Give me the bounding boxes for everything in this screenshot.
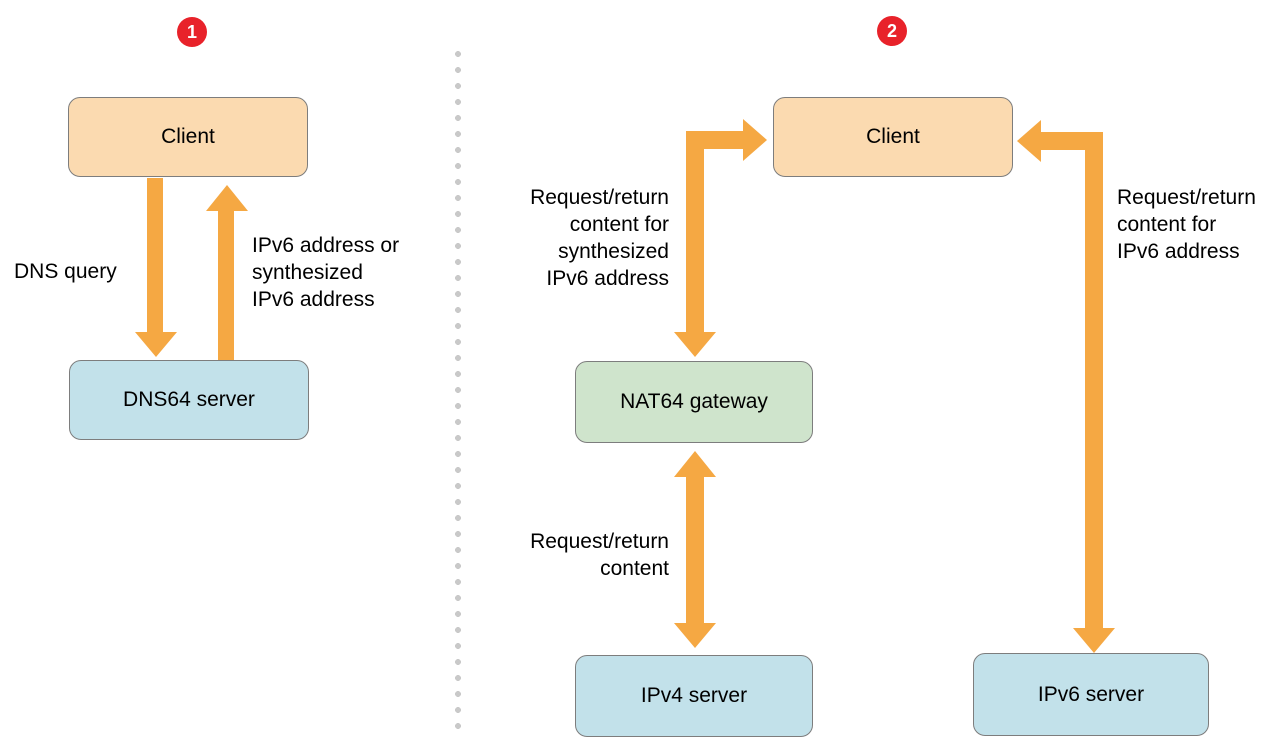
dns-query-arrowhead-icon: [135, 332, 177, 357]
client-nat64-arrowhead-down-icon: [674, 332, 716, 357]
nat64-ipv4-arrowhead-up-icon: [674, 451, 716, 477]
client-nat64-arrow-hshaft: [686, 131, 743, 149]
client-ipv6-label: Request/return content for IPv6 address: [1117, 186, 1256, 263]
client-nat64-arrow-vshaft: [686, 131, 704, 332]
step-1-badge: 1: [177, 17, 207, 47]
nat64-ipv4-arrowhead-down-icon: [674, 623, 716, 648]
dns64-server-node: DNS64 server: [69, 360, 309, 440]
client-ipv6-arrowhead-down-icon: [1073, 628, 1115, 653]
nat64-gateway-node: NAT64 gateway: [575, 361, 813, 443]
ipv4-server-node: IPv4 server: [575, 655, 813, 737]
dns-response-arrowhead-icon: [206, 185, 248, 211]
client-ipv6-arrowhead-left-icon: [1017, 120, 1041, 162]
panel-divider-dotted: [455, 46, 461, 734]
client-node-right: Client: [773, 97, 1013, 177]
step-2-badge: 2: [877, 16, 907, 46]
nat64-ipv4-label: Request/return content: [530, 530, 669, 580]
dns-query-label: DNS query: [14, 260, 117, 283]
client-ipv6-arrow-vshaft: [1085, 132, 1103, 628]
dns-response-label: IPv6 address or synthesized IPv6 address: [252, 234, 400, 311]
ipv6-server-node: IPv6 server: [973, 653, 1209, 736]
nat64-ipv4-arrow-shaft: [686, 477, 704, 623]
client-nat64-arrowhead-right-icon: [743, 119, 767, 161]
dns-response-arrow-shaft: [218, 211, 234, 360]
client-node-left: Client: [68, 97, 308, 177]
dns-query-arrow-shaft: [147, 178, 163, 332]
client-nat64-label: Request/return content for synthesized I…: [530, 186, 669, 290]
